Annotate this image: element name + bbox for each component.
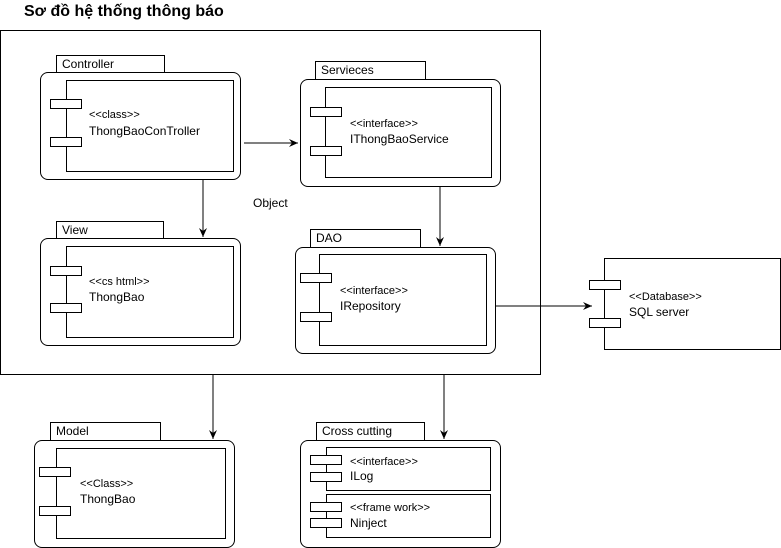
view-component xyxy=(66,246,234,338)
ilog-port-bottom xyxy=(310,472,342,482)
dao-interface-name: IRepository xyxy=(340,299,401,313)
controller-package-tab: Controller xyxy=(56,55,165,73)
services-package-tab: Servieces xyxy=(315,61,426,79)
ninject-component xyxy=(326,494,491,538)
object-label: Object xyxy=(253,196,288,210)
ninject-port-bottom xyxy=(310,518,342,528)
ilog-name: ILog xyxy=(350,469,374,483)
dao-stereotype: <<interface>> xyxy=(340,285,408,297)
services-stereotype: <<interface>> xyxy=(350,118,418,130)
model-package-tab: Model xyxy=(50,422,161,440)
model-port-top xyxy=(39,467,71,477)
controller-stereotype: <<class>> xyxy=(89,109,140,121)
model-port-bottom xyxy=(39,506,71,516)
services-port-bottom xyxy=(310,146,342,156)
database-name: SQL server xyxy=(629,305,690,319)
diagram-title: Sơ đồ hệ thống thông báo xyxy=(24,3,224,20)
ilog-stereotype: <<interface>> xyxy=(350,456,418,468)
ninject-port-top xyxy=(310,502,342,512)
view-port-bottom xyxy=(50,303,82,313)
services-interface-name: IThongBaoService xyxy=(350,132,449,146)
view-page-name: ThongBao xyxy=(89,290,145,304)
database-component xyxy=(604,258,781,350)
database-port-top xyxy=(589,280,621,290)
database-port-bottom xyxy=(589,318,621,328)
ninject-name: Ninject xyxy=(350,516,387,530)
controller-port-top xyxy=(50,99,82,109)
dao-package-tab: DAO xyxy=(310,229,421,247)
controller-component xyxy=(66,80,234,172)
model-component xyxy=(56,448,226,539)
controller-port-bottom xyxy=(50,137,82,147)
dao-port-top xyxy=(300,273,332,283)
dao-port-bottom xyxy=(300,312,332,322)
model-stereotype: <<Class>> xyxy=(80,478,134,490)
view-stereotype: <<cs html>> xyxy=(89,276,150,288)
services-port-top xyxy=(310,107,342,117)
controller-class-name: ThongBaoConTroller xyxy=(89,124,200,138)
ilog-port-top xyxy=(310,455,342,465)
services-component xyxy=(325,87,492,178)
database-stereotype: <<Database>> xyxy=(629,291,702,303)
dao-component xyxy=(319,254,487,346)
view-port-top xyxy=(50,266,82,276)
ilog-component xyxy=(326,447,491,491)
model-class-name: ThongBao xyxy=(80,492,136,506)
crosscutting-package-tab: Cross cutting xyxy=(316,422,425,440)
ninject-stereotype: <<frame work>> xyxy=(350,502,431,514)
view-package-tab: View xyxy=(56,221,164,239)
